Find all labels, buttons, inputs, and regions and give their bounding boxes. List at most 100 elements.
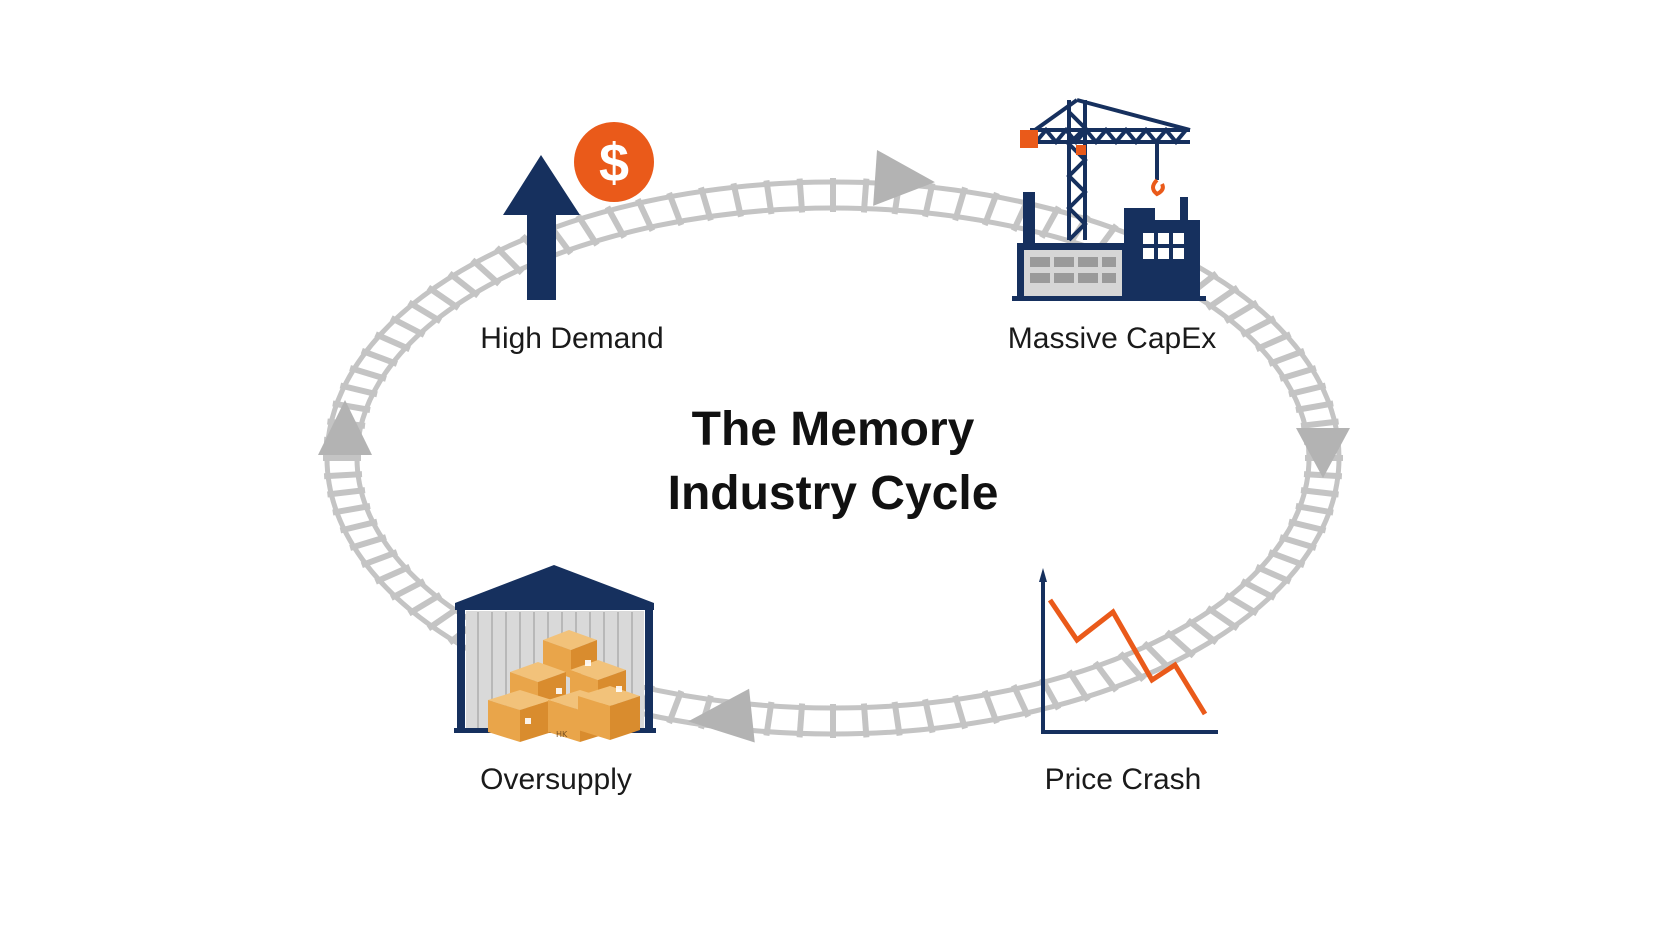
track-tie	[1300, 487, 1339, 498]
factory-right-windows	[1143, 233, 1184, 259]
warehouse-boxes-icon: HK	[454, 565, 656, 742]
track-tie	[1118, 651, 1146, 683]
arrow-down-icon	[1296, 428, 1350, 478]
crane-hook-icon	[1151, 178, 1165, 197]
track-tie	[374, 331, 411, 352]
stage-label-massive-capex: Massive CapEx	[1007, 322, 1217, 355]
crane-counterweight	[1020, 130, 1038, 148]
track-tie	[374, 564, 411, 585]
stage-label-oversupply: Oversupply	[480, 763, 632, 796]
track-tie	[666, 689, 685, 725]
track-tie	[1255, 564, 1292, 585]
track-tie	[1240, 578, 1277, 601]
factory-chimney	[1180, 197, 1188, 227]
track-tie	[763, 701, 775, 737]
track-tie	[1205, 285, 1240, 311]
stage-label-price-crash: Price Crash	[1044, 763, 1202, 796]
crane-cab	[1076, 145, 1086, 155]
track-tie	[1279, 534, 1317, 551]
track-tie	[470, 257, 502, 287]
box	[578, 686, 640, 740]
track-tie	[1223, 592, 1259, 617]
factory-crane-icon	[1012, 98, 1206, 301]
arrow-right-icon	[873, 149, 935, 206]
track-tie	[426, 285, 461, 311]
track-tie	[796, 178, 806, 213]
track-tie	[666, 191, 685, 227]
track-tie	[339, 382, 378, 398]
track-tie	[360, 549, 398, 569]
track-tie	[494, 245, 524, 276]
track-tie	[763, 179, 775, 215]
track-tie	[349, 534, 387, 551]
arrow-up-icon	[318, 400, 372, 455]
track-tie	[981, 689, 1000, 725]
track-tie	[1205, 605, 1240, 631]
track-tie	[426, 605, 461, 631]
track-tie	[1288, 382, 1327, 398]
track-tie	[323, 471, 363, 480]
factory-chimney	[1023, 192, 1035, 252]
track-tie	[1255, 331, 1292, 352]
stacked-boxes: HK	[488, 630, 640, 742]
arrow-left-icon	[688, 688, 755, 743]
up-arrow-dollar-icon: $	[503, 122, 654, 300]
track-tie	[1223, 299, 1259, 324]
warehouse-pillar-left	[457, 610, 465, 730]
track-tie	[922, 698, 936, 734]
track-tie	[860, 178, 870, 213]
track-tie	[1164, 629, 1196, 659]
box	[488, 690, 552, 742]
track-tie	[332, 400, 371, 413]
track-tie	[1288, 518, 1327, 534]
box-mark: HK	[556, 730, 568, 739]
track-tie	[1092, 660, 1119, 693]
title-line-2: Industry Cycle	[667, 467, 999, 520]
track-tie	[332, 503, 371, 516]
track-tie	[1186, 617, 1219, 645]
track-tie	[730, 182, 744, 218]
crane-jib	[1030, 98, 1191, 180]
track-tie	[604, 205, 627, 239]
warehouse-roof	[455, 565, 654, 610]
track-tie	[1010, 684, 1031, 718]
track-tie	[1300, 418, 1339, 429]
track-tie	[1066, 669, 1091, 703]
box-labels	[525, 660, 622, 724]
track-tie	[1295, 400, 1334, 413]
chart-axes	[1041, 575, 1218, 734]
track-tie	[952, 186, 968, 222]
stage-label-high-demand: High Demand	[480, 322, 664, 355]
track-tie	[389, 578, 426, 601]
track-tie	[635, 198, 656, 232]
dollar-coin-icon	[574, 122, 654, 202]
track-tie	[1279, 365, 1317, 382]
track-tie	[796, 703, 806, 738]
track-tie	[922, 182, 936, 218]
track-tie	[860, 703, 870, 738]
track-tie	[1039, 205, 1062, 239]
track-tie	[1142, 640, 1172, 671]
chart-axis-arrowhead	[1039, 568, 1047, 582]
diagram-title: The Memory Industry Cycle	[668, 398, 999, 526]
falling-price-chart-icon	[1039, 568, 1218, 734]
dollar-sign: $	[599, 133, 629, 193]
demand-up-arrow-icon	[503, 155, 580, 300]
track-tie	[360, 347, 398, 367]
cycle-arrows	[318, 149, 1350, 743]
warehouse-pillar-right	[645, 610, 653, 730]
track-tie	[1268, 549, 1306, 569]
track-tie	[575, 213, 600, 247]
track-tie	[952, 694, 968, 730]
track-tie	[698, 186, 714, 222]
track-tie	[349, 365, 387, 382]
track-tie	[981, 191, 1000, 227]
factory-windows	[1030, 257, 1116, 283]
factory-ground	[1012, 296, 1206, 301]
track-tie	[327, 487, 366, 498]
track-tie	[1268, 347, 1306, 367]
track-tie	[339, 518, 378, 534]
falling-price-line	[1047, 598, 1208, 716]
